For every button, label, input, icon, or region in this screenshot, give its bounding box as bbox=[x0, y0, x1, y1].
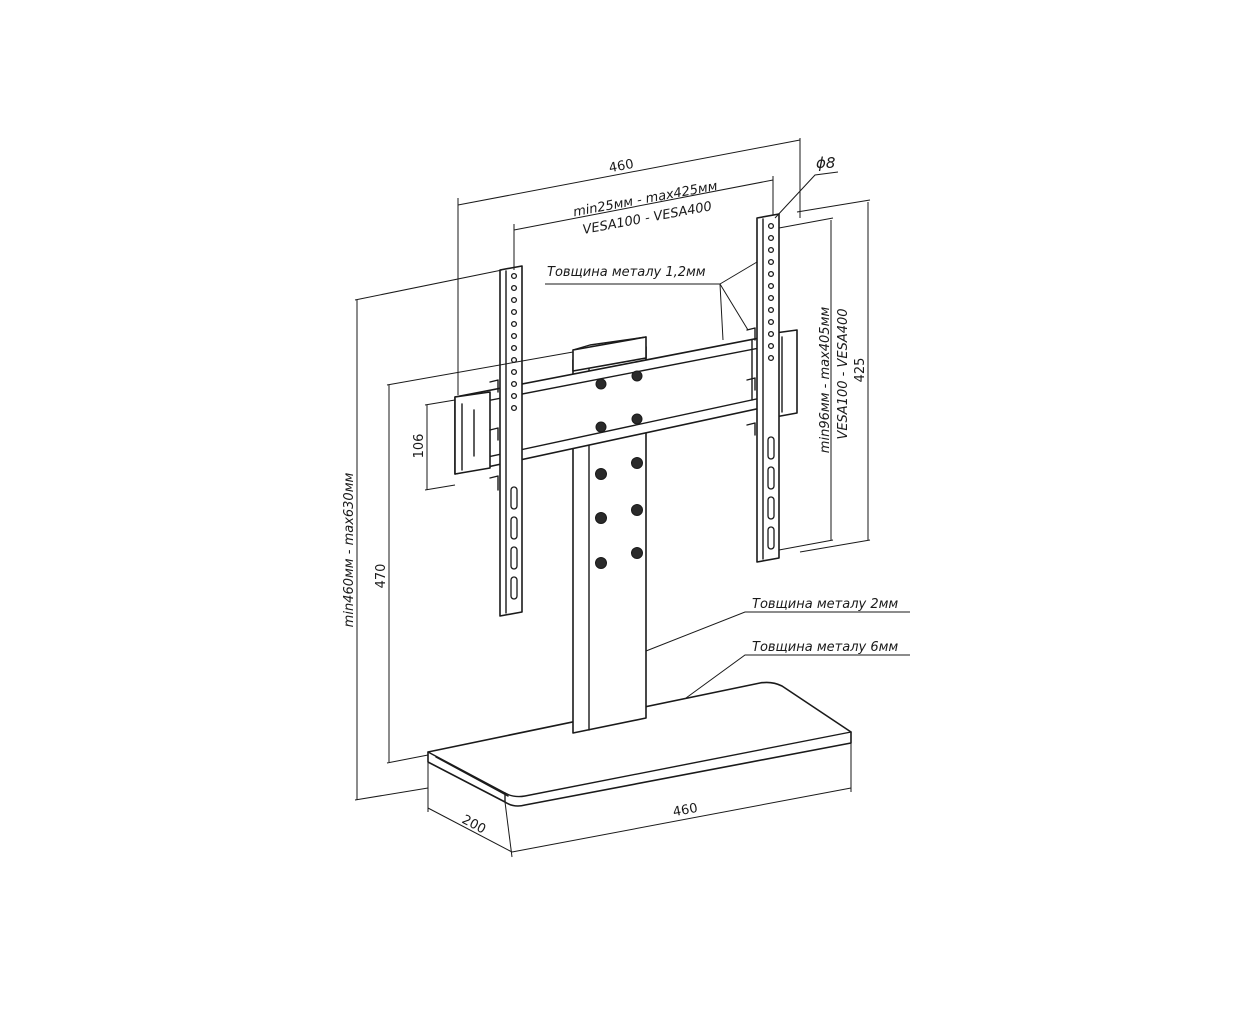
metal-thickness-bracket-label: Товщина металу 1,2мм bbox=[547, 265, 706, 280]
metal-thickness-column-label: Товщина металу 2мм bbox=[752, 597, 898, 612]
height-470-label: 470 bbox=[374, 564, 389, 589]
column-hole bbox=[631, 457, 643, 469]
column-hole bbox=[595, 468, 607, 480]
right-vertical-bracket bbox=[746, 213, 780, 563]
vertical-range-right-label: min96мм - max405мм bbox=[818, 307, 833, 454]
horizontal-arm bbox=[454, 329, 798, 475]
arm-screw bbox=[595, 421, 607, 433]
column-hole bbox=[595, 512, 607, 524]
column-hole bbox=[631, 504, 643, 516]
arm-screw bbox=[631, 370, 643, 382]
top-width-label: 460 bbox=[608, 157, 635, 176]
vesa-vertical-label: VESA100 - VESA400 bbox=[836, 308, 851, 439]
base-plate bbox=[427, 681, 852, 807]
right-bracket-holes bbox=[767, 222, 775, 550]
base-width-label: 460 bbox=[672, 801, 699, 820]
column-hole bbox=[595, 557, 607, 569]
column-hole bbox=[631, 547, 643, 559]
base-depth-label: 200 bbox=[459, 812, 488, 837]
arm-height-label: 106 bbox=[412, 434, 427, 459]
arm-screw bbox=[631, 413, 643, 425]
diameter-label: ϕ8 bbox=[816, 154, 835, 172]
arm-screw bbox=[595, 378, 607, 390]
left-vertical-bracket bbox=[489, 265, 523, 617]
right-height-label: 425 bbox=[853, 358, 868, 383]
dimension-lines bbox=[354, 138, 910, 858]
metal-thickness-base-label: Товщина металу 6мм bbox=[752, 640, 898, 655]
height-range-label: min460мм - max630мм bbox=[342, 472, 357, 627]
